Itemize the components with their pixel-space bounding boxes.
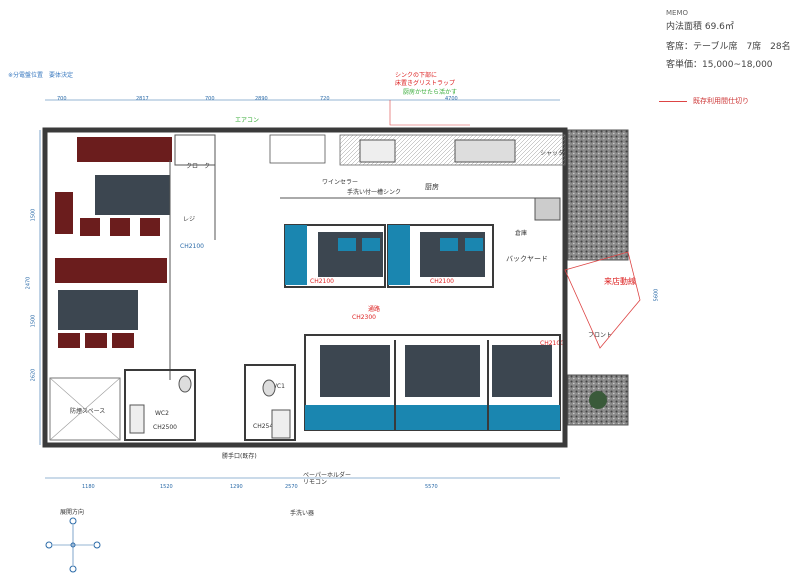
dim-top-1: 2817 (136, 96, 149, 102)
dim-bottom-0: 1180 (82, 484, 95, 490)
entrance-flow-boundary (564, 251, 641, 349)
ceiling-height-5: CH2500 (153, 424, 177, 431)
ceiling-height-4: CH2300 (352, 314, 376, 321)
entrance-flow-label: 来店動線 (604, 277, 636, 286)
memo-price: 客単価：15,000~18,000 (666, 60, 773, 70)
table-2 (58, 290, 138, 330)
ceiling-height-1: CH2100 (310, 278, 334, 285)
wc1-label: WC1 (271, 383, 285, 390)
flush-direction-label: 展開方向 (60, 509, 85, 516)
remote-label: リモコン (303, 479, 328, 486)
kitchen-label: 厨房 (425, 183, 439, 191)
hand-sink-label: 手洗い付一槽シンク (347, 189, 402, 196)
wc2-label: WC2 (155, 410, 169, 417)
memo-title: MEMO (666, 9, 689, 17)
storage-label: 倉庫 (515, 230, 528, 237)
sink-note-2: 床置きグリストラップ (395, 80, 456, 87)
memo-area: 内法面積 69.6㎡ (666, 22, 734, 32)
backyard-label: バックヤード (506, 255, 548, 263)
ceiling-height-2: CH2100 (430, 278, 454, 285)
ceiling-height-0: CH2100 (180, 243, 204, 250)
register-label: レジ (183, 216, 196, 223)
dim-bottom-4: 5570 (425, 484, 438, 490)
memo-seats: 客席：テーブル席 7席 28名 (666, 42, 791, 52)
door-entrance-label: 勝手口(既存) (222, 453, 257, 460)
sink-note-3: 厨房かせたら活かす (403, 89, 458, 96)
pass-label: 通路 (368, 306, 381, 313)
wood-bench-top (77, 137, 172, 162)
handwash-label: 手洗い器 (290, 510, 315, 517)
dim-top-0: 700 (57, 96, 67, 102)
plant-icon (589, 391, 607, 409)
front-label: フロント (588, 332, 613, 339)
direction-compass (45, 517, 101, 573)
air-cond-label: エアコン (235, 117, 260, 124)
gravel-garden-top (567, 129, 629, 261)
memo-panel: MEMO 内法面積 69.6㎡ 客席：テーブル席 7席 28名 客単価：15,0… (666, 6, 791, 72)
dim-top-2: 700 (205, 96, 215, 102)
sink-note-1: シンクの下部に (395, 72, 438, 79)
dim-top-5: 4700 (445, 96, 458, 102)
outer-wall (42, 127, 568, 448)
dim-top-3: 2890 (255, 96, 268, 102)
legend-existing-partition: 既存利用間仕切り (659, 96, 749, 106)
wine-cellar-label: ワインセラー (322, 179, 359, 186)
wood-bench-middle (55, 258, 167, 283)
ceiling-height-3: CH2100 (540, 340, 564, 347)
dim-bottom-2: 1290 (230, 484, 243, 490)
dim-bottom-3: 2570 (285, 484, 298, 490)
ceiling-height-6: CH2540 (253, 423, 277, 430)
table-1 (95, 175, 170, 215)
paper-holder-label: ペーパーホルダー (303, 472, 351, 479)
dim-bottom-1: 1520 (160, 484, 173, 490)
cloak-label: クローク (186, 163, 211, 170)
dim-top-4: 720 (320, 96, 330, 102)
distribution-board-note: ※分電盤位置 要体決定 (8, 72, 74, 79)
